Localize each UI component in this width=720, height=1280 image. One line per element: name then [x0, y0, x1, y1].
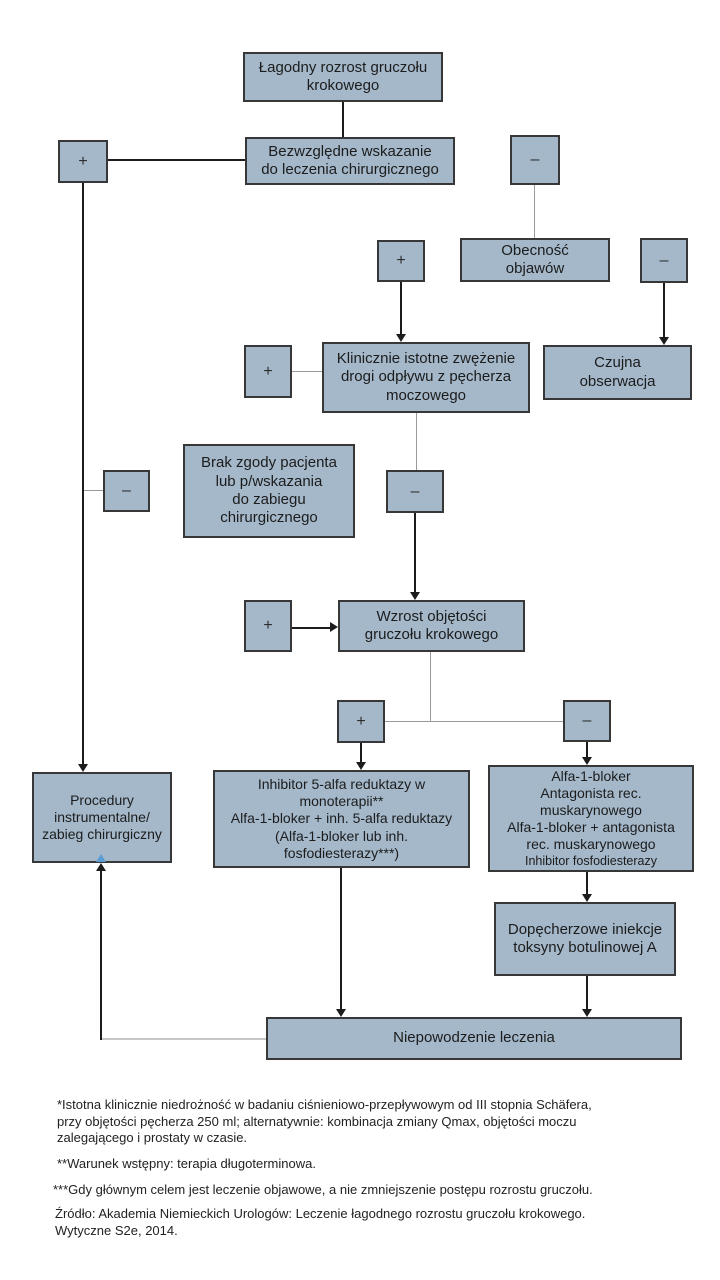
branch-plus-obstruction: +: [244, 345, 292, 398]
branch-minus-consent: –: [103, 470, 150, 512]
connector-plus-volume-side: [292, 627, 330, 629]
arrowhead-down-therapy-plus-icon: [356, 762, 366, 770]
connector-plus-therapy: [360, 743, 362, 762]
therapy-minus-small-text: Inhibitor fosfodiesterazy: [524, 853, 657, 868]
connector-minus-consent-side: [84, 490, 103, 491]
connector-minus-symptoms: [534, 185, 535, 238]
connector-therapy-failure: [340, 868, 342, 1009]
connector-plus-to-procedures: [82, 183, 84, 764]
node-volume-growth: Wzrost objętości gruczołu krokowego: [338, 600, 525, 652]
node-procedures: Procedury instrumentalne/ zabieg chirurg…: [32, 772, 172, 863]
branch-minus-indication: –: [510, 135, 560, 185]
connector-volume-split: [430, 652, 431, 722]
node-therapy-minus: Alfa-1-bloker Antagonista rec. muskaryno…: [488, 765, 694, 872]
connector-minus-volume: [414, 513, 416, 592]
node-obstruction: Klinicznie istotne zwężenie drogi odpływ…: [322, 342, 530, 413]
branch-minus-obstruction: –: [386, 470, 444, 513]
node-watchful-waiting: Czujna obserwacja: [543, 345, 692, 400]
arrowhead-down-botulinum-icon: [582, 894, 592, 902]
node-symptoms: Obecność objawów: [460, 238, 610, 282]
arrowhead-down-failure-right-icon: [582, 1009, 592, 1017]
footnote-3: ***Gdy głównym celem jest leczenie objaw…: [53, 1182, 593, 1197]
arrowhead-down-volume-icon: [410, 592, 420, 600]
arrowhead-down-therapy-minus-icon: [582, 757, 592, 765]
node-root: Łagodny rozrost gruczołu krokowego: [243, 52, 443, 102]
connector-minus-watchful: [663, 283, 665, 337]
arrowhead-up-procedures-icon: [96, 863, 106, 871]
arrowhead-down-obstruction-icon: [396, 334, 406, 342]
node-treatment-failure: Niepowodzenie leczenia: [266, 1017, 682, 1060]
node-therapy-plus: Inhibitor 5-alfa reduktazy w monoterapii…: [213, 770, 470, 868]
connector-therapy-botulinum: [586, 872, 588, 894]
connector-plus-obstruction: [400, 282, 402, 334]
branch-minus-split: –: [563, 700, 611, 742]
connector-root-indication: [342, 102, 344, 137]
therapy-minus-main-text: Alfa-1-bloker Antagonista rec. muskaryno…: [507, 768, 675, 853]
branch-plus-indication: +: [58, 140, 108, 183]
footnote-1: *Istotna klinicznie niedrożność w badani…: [57, 1097, 592, 1146]
connector-plus-indication: [108, 159, 245, 161]
connector-failure-loop-horizontal: [101, 1038, 266, 1040]
connector-failure-loop-vertical: [100, 871, 102, 1040]
footnote-source: Źródło: Akademia Niemieckich Urologów: L…: [55, 1206, 586, 1238]
branch-minus-symptoms: –: [640, 238, 688, 283]
node-no-consent: Brak zgody pacjenta lub p/wskazania do z…: [183, 444, 355, 538]
arrowhead-down-procedures-icon: [78, 764, 88, 772]
footnote-2: **Warunek wstępny: terapia długoterminow…: [57, 1156, 316, 1171]
branch-plus-symptoms: +: [377, 240, 425, 282]
arrowhead-down-watchful-icon: [659, 337, 669, 345]
connector-minus-therapy: [586, 742, 588, 757]
branch-plus-split: +: [337, 700, 385, 743]
connector-botulinum-failure: [586, 976, 588, 1009]
node-absolute-indication: Bezwzględne wskazanie do leczenia chirur…: [245, 137, 455, 185]
node-botulinum: Dopęcherzowe iniekcje toksyny botulinowe…: [494, 902, 676, 976]
connector-split-horizontal: [385, 721, 563, 722]
connector-obstruction-minus: [416, 413, 417, 470]
branch-plus-volume: +: [244, 600, 292, 652]
arrowhead-right-volume-icon: [330, 622, 338, 632]
arrowhead-up-blue-procedures-icon: [96, 854, 106, 862]
connector-plus-obstruction-side: [292, 371, 322, 372]
arrowhead-down-failure-left-icon: [336, 1009, 346, 1017]
